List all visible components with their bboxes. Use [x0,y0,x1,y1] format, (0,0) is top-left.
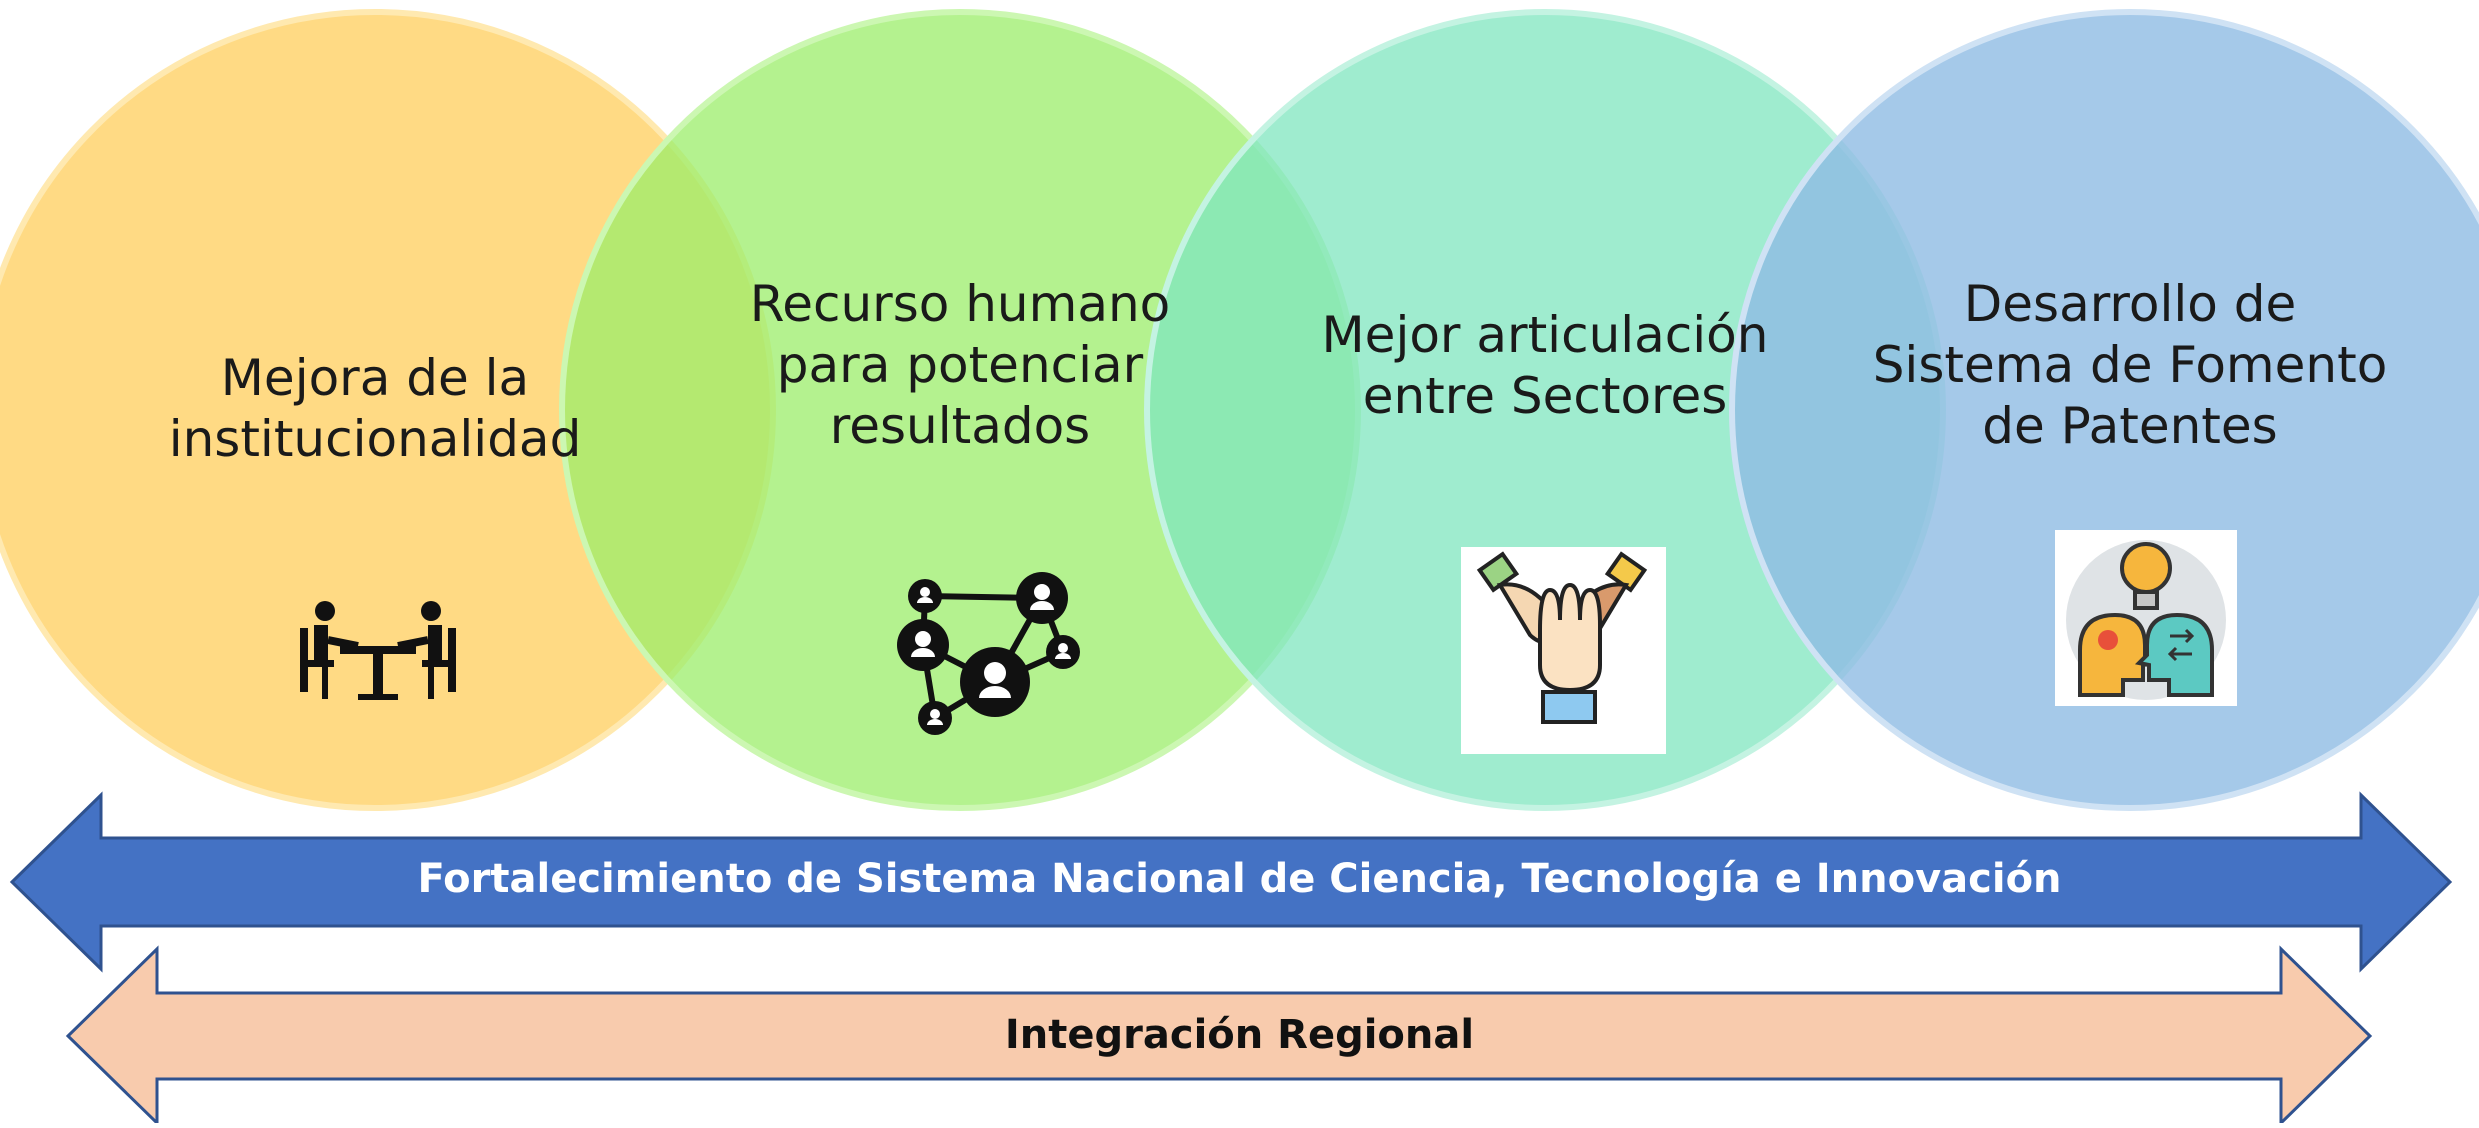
circle-label-institucionalidad: Mejora de la institucionalidad [168,349,582,468]
circle-label-patentes: Desarrollo de Sistema de Fomento de Pate… [1872,275,2388,455]
circle-label-articulacion: Mejor articulación entre Sectores [1321,306,1769,425]
peach-arrow-label: Integración Regional [1004,1012,1475,1058]
blue-arrow-label: Fortalecimiento de Sistema Nacional de C… [417,856,2062,902]
blue-double-arrow [9,791,2453,973]
circle-group [0,9,2479,811]
circle-patentes [1729,9,2479,811]
teamwork-hands-icon [1461,547,1666,754]
peach-double-arrow [65,945,2373,1127]
circle-label-recurso-humano: Recurso humano para potenciar resultados [749,275,1171,455]
ideas-exchange-icon [2055,530,2237,706]
meeting-icon [300,601,456,700]
network-icon [897,572,1080,735]
